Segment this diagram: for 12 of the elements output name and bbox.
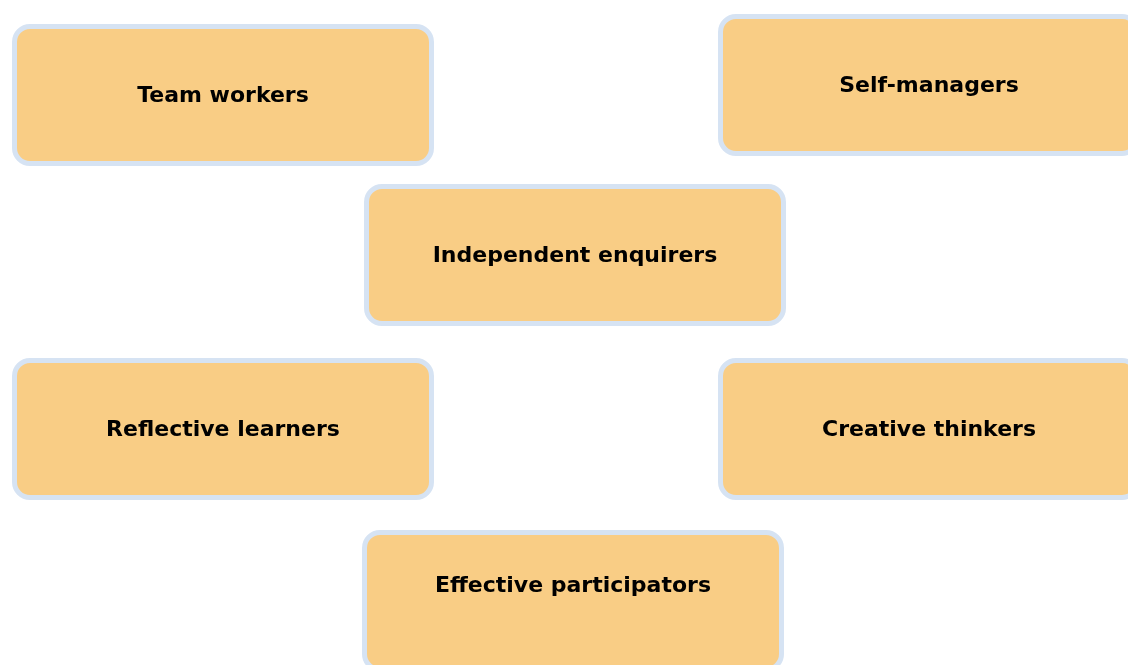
rounded-box [12, 24, 434, 166]
rounded-box [364, 184, 786, 326]
rounded-box [718, 14, 1128, 156]
box-label: Reflective learners [106, 415, 340, 443]
rounded-box [718, 358, 1128, 500]
box-label: Effective participators [434, 571, 711, 599]
box-label: Creative thinkers [822, 415, 1036, 443]
box-label: Team workers [137, 81, 309, 109]
rounded-box [362, 530, 784, 665]
rounded-box [12, 358, 434, 500]
box-label: Independent enquirers [432, 241, 718, 269]
box-label: Self-managers [839, 71, 1019, 99]
